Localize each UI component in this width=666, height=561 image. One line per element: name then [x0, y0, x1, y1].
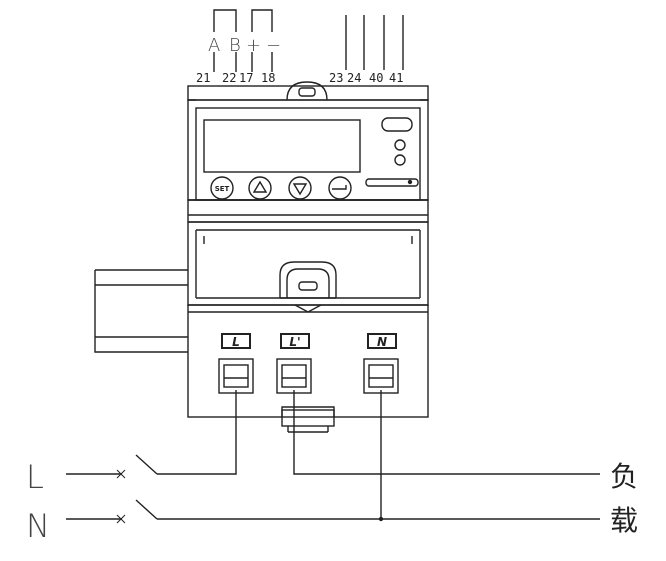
up-arrow-icon — [252, 180, 268, 193]
terminal-number-18: 18 — [261, 71, 275, 85]
enter-icon — [332, 185, 347, 190]
terminal-number-17: 17 — [239, 71, 253, 85]
terminal-l: L — [218, 333, 254, 394]
terminal-n-label: N — [377, 335, 387, 349]
terminal-number-41: 41 — [389, 71, 403, 85]
l-prime-wire-to-load — [293, 390, 600, 475]
down-button[interactable] — [288, 176, 312, 200]
set-button[interactable] — [210, 176, 234, 200]
terminal-number-21: 21 — [196, 71, 210, 85]
terminal-letter-a: A — [208, 35, 220, 56]
hinged-cover — [187, 222, 429, 306]
terminal-number-23: 23 — [329, 71, 343, 85]
neutral-switch — [135, 499, 158, 520]
line-label: L — [26, 458, 44, 496]
indicator-led-2 — [394, 154, 406, 166]
load-label-top: 负 — [610, 460, 638, 493]
enter-button[interactable] — [328, 176, 352, 200]
terminal-l-prime-label: L' — [289, 335, 300, 349]
neutral-label: N — [26, 507, 50, 545]
terminal-n-label-box — [367, 333, 397, 349]
plus-minus-bracket — [251, 9, 273, 32]
terminal-number-40: 40 — [369, 71, 383, 85]
terminal-n: N — [363, 333, 399, 394]
load-label-bottom: 载 — [610, 504, 638, 537]
line-wire-to-l — [157, 390, 237, 475]
ab-bracket — [213, 9, 237, 32]
line-switch — [135, 454, 158, 475]
cover-clip — [279, 261, 337, 298]
down-arrow-icon — [292, 183, 308, 196]
lcd-screen — [203, 119, 361, 173]
terminal-l-prime: L' — [276, 333, 312, 394]
terminal-number-22: 22 — [222, 71, 236, 85]
set-button-label: SET — [215, 185, 230, 193]
wiring — [66, 390, 600, 524]
bottom-clip — [281, 406, 335, 433]
indicator-oval — [381, 117, 413, 132]
din-rail — [94, 269, 188, 353]
terminal-l-prime-label-box — [280, 333, 310, 349]
middle-band — [187, 199, 429, 223]
terminal-block — [187, 304, 429, 418]
meter-body: SET — [187, 81, 429, 418]
slot-indicator — [365, 178, 419, 187]
terminal-number-24: 24 — [347, 71, 361, 85]
terminal-letter-plus: + — [246, 35, 261, 56]
top-clip — [286, 81, 328, 101]
terminal-letter-b: B — [229, 35, 241, 56]
input-wires — [345, 15, 404, 70]
terminal-l-label: L — [232, 335, 240, 349]
comm-wire-group — [213, 9, 273, 72]
up-button[interactable] — [248, 176, 272, 200]
indicator-led-1 — [394, 139, 406, 151]
terminal-letter-minus: − — [266, 35, 281, 56]
terminal-l-label-box — [221, 333, 251, 349]
